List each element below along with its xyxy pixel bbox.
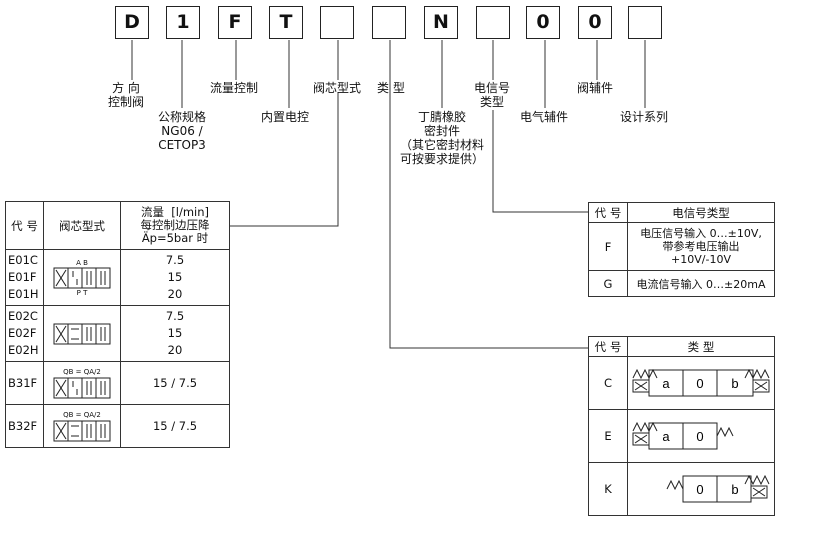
spool-symbol-e01: A B P T	[43, 249, 121, 306]
flow-value: 7.5	[165, 253, 185, 267]
spool-code: E02C	[8, 309, 38, 323]
spool-code: E02F	[8, 326, 37, 340]
spool-group-4-codes: B32F	[5, 404, 44, 448]
flow-value: 15	[167, 326, 183, 340]
type-code: C	[588, 356, 628, 410]
label-flow-control: 流量控制	[210, 81, 259, 95]
flow-value: 7.5	[165, 309, 185, 323]
spool-symbol-b31: QB = QA/2	[43, 361, 121, 405]
spool-symbol-b32: QB = QA/2	[43, 404, 121, 448]
label-nominal-size: 公称规格 NG06 / CETOP3	[158, 110, 207, 152]
code-box-8	[476, 6, 510, 39]
port-labels-bottom: P T	[76, 288, 88, 297]
label-design-series: 设计系列	[620, 110, 669, 124]
block-0: 0	[696, 429, 703, 444]
code-box-5	[320, 6, 354, 39]
signal-table: 代 号 电信号类型 F 电压信号输入 0…±10V, 带参考电压输出 +10V/…	[588, 202, 775, 297]
flow-value: 15 / 7.5	[152, 376, 198, 390]
spool-code: E01F	[8, 270, 37, 284]
code-box-7: N	[424, 6, 458, 39]
code-box-6	[372, 6, 406, 39]
solenoid-symbol-c-icon: a 0 b	[632, 368, 770, 397]
signal-code: F	[588, 222, 628, 271]
spool-group-1-flows: 7.5 15 20	[120, 249, 230, 306]
spool-group-2-codes: E02C E02F E02H	[5, 305, 44, 362]
spool-code: B32F	[8, 419, 38, 433]
signal-header-code: 代 号	[588, 202, 628, 223]
flow-value: 15 / 7.5	[152, 419, 198, 433]
flow-ratio-label: QB = QA/2	[63, 410, 101, 419]
flow-value: 20	[167, 287, 183, 301]
spool-group-1-codes: E01C E01F E01H	[5, 249, 44, 306]
code-box-4: T	[269, 6, 303, 39]
spool-symbol-icon	[53, 267, 111, 288]
port-labels-top: A B	[76, 258, 88, 267]
signal-code: G	[588, 270, 628, 297]
type-header-type: 类 型	[627, 336, 775, 357]
solenoid-symbol-e-icon: a 0	[632, 421, 734, 450]
spool-symbol-icon	[53, 420, 111, 441]
spool-group-3-codes: B31F	[5, 361, 44, 405]
flow-ratio-label: QB = QA/2	[63, 367, 101, 376]
block-b: b	[731, 376, 738, 391]
code-box-9: 0	[526, 6, 560, 39]
type-code: K	[588, 462, 628, 516]
signal-header-type: 电信号类型	[627, 202, 775, 223]
flow-value: 15	[167, 270, 183, 284]
spool-symbol-e02	[43, 305, 121, 362]
label-electrical-accessories: 电气辅件	[520, 110, 569, 124]
type-header-code: 代 号	[588, 336, 628, 357]
spool-code: E01H	[8, 287, 39, 301]
code-box-3: F	[218, 6, 252, 39]
label-directional-valve: 方 向 控制阀	[108, 81, 145, 109]
solenoid-symbol-k-icon: 0 b	[666, 474, 770, 503]
type-symbol-k: 0 b	[627, 462, 775, 516]
label-spool-type: 阀芯型式	[313, 81, 362, 95]
spool-header-spool: 阀芯型式	[43, 201, 121, 250]
type-symbol-e: a 0	[627, 409, 775, 463]
type-code: E	[588, 409, 628, 463]
spool-header-flow: 流量 [l/min] 每控制边压降 Äp=5bar 时	[120, 201, 230, 250]
spool-group-3-flows: 15 / 7.5	[120, 361, 230, 405]
spool-symbol-icon	[53, 323, 111, 344]
label-valve-accessories: 阀辅件	[577, 81, 614, 95]
spool-group-4-flows: 15 / 7.5	[120, 404, 230, 448]
block-0: 0	[696, 482, 703, 497]
spool-code: E01C	[8, 253, 38, 267]
block-0: 0	[696, 376, 703, 391]
spool-symbol-icon	[53, 377, 111, 398]
spool-code: E02H	[8, 343, 39, 357]
label-nbr-seals: 丁腈橡胶 密封件 （其它密封材料 可按要求提供）	[400, 110, 485, 166]
code-box-11	[628, 6, 662, 39]
type-table: 代 号 类 型 C a 0 b E	[588, 336, 775, 516]
signal-desc: 电压信号输入 0…±10V, 带参考电压输出 +10V/-10V	[627, 222, 775, 271]
spool-table: 代 号 阀芯型式 流量 [l/min] 每控制边压降 Äp=5bar 时 E01…	[5, 201, 230, 448]
code-box-2: 1	[166, 6, 200, 39]
code-box-1: D	[115, 6, 149, 39]
block-a: a	[662, 376, 670, 391]
block-b: b	[731, 482, 738, 497]
type-symbol-c: a 0 b	[627, 356, 775, 410]
label-builtin-electronics: 内置电控	[261, 110, 310, 124]
label-signal-type: 电信号 类型	[474, 81, 511, 109]
signal-desc: 电流信号输入 0…±20mA	[627, 270, 775, 297]
spool-code: B31F	[8, 376, 38, 390]
spool-group-2-flows: 7.5 15 20	[120, 305, 230, 362]
spool-header-code: 代 号	[5, 201, 44, 250]
label-type: 类 型	[377, 81, 405, 95]
block-a: a	[662, 429, 670, 444]
flow-value: 20	[167, 343, 183, 357]
code-box-10: 0	[578, 6, 612, 39]
